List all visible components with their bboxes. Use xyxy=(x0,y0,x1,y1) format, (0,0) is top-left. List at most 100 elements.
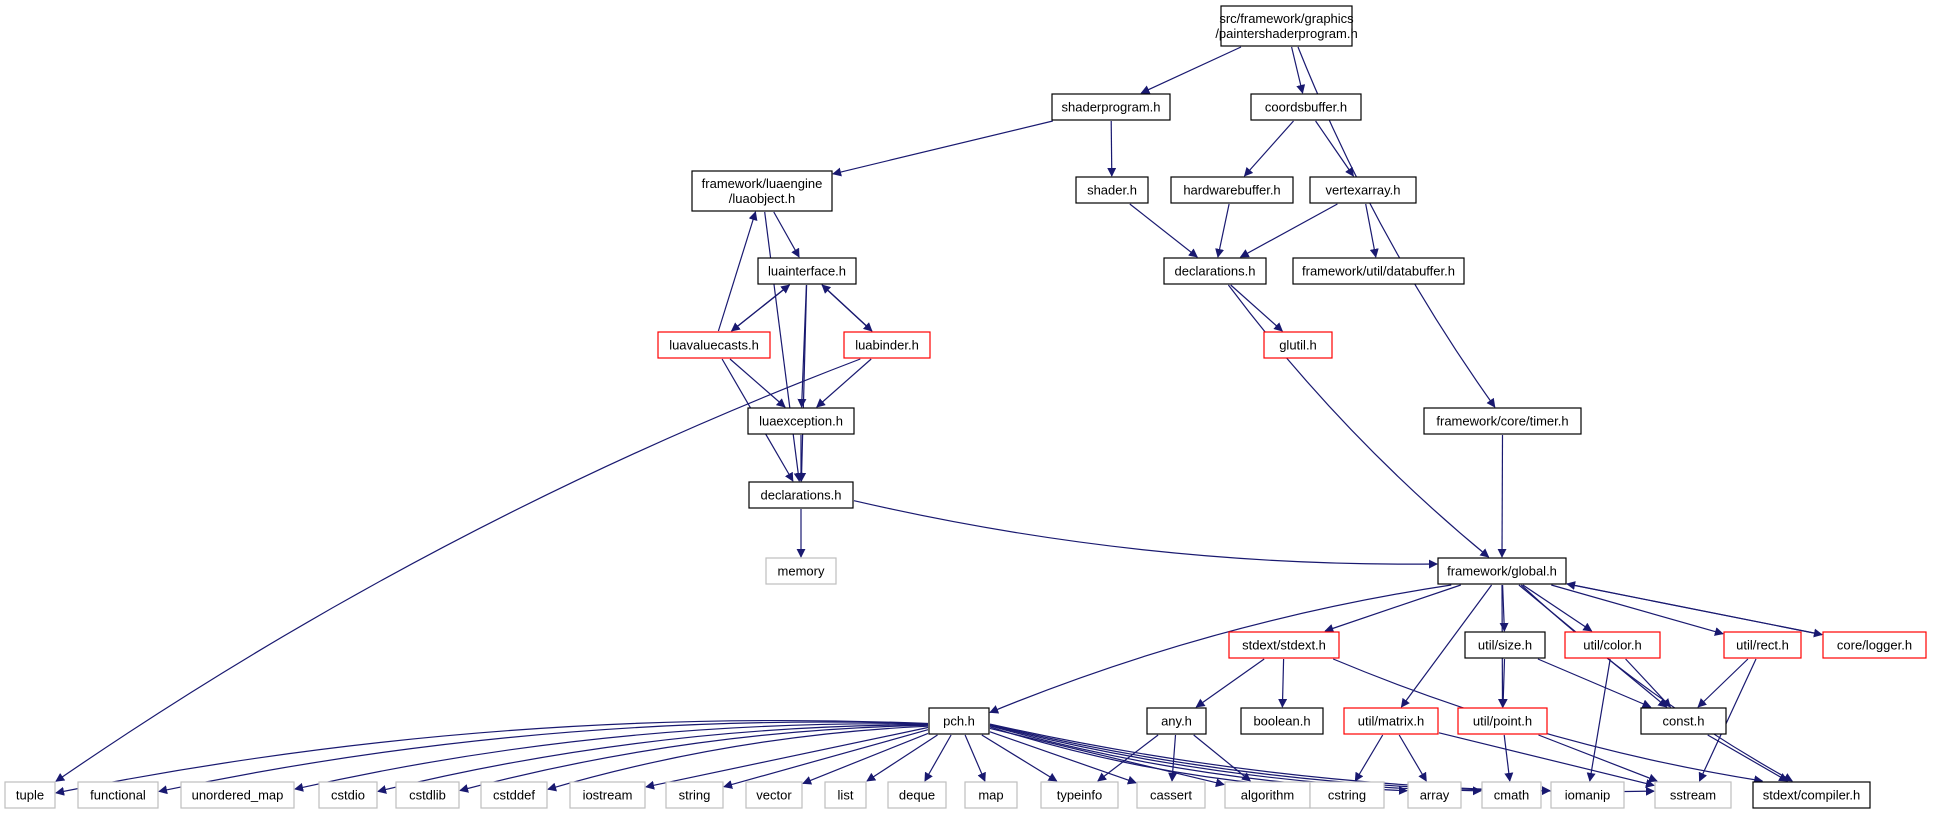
edge-coordsbuffer-to-vertexarray xyxy=(1315,120,1354,177)
node-vertexarray[interactable]: vertexarray.h xyxy=(1309,176,1417,204)
edge-luainterface-to-ldeclarations xyxy=(797,284,808,482)
node-shaderprogram[interactable]: shaderprogram.h xyxy=(1051,93,1171,121)
node-point[interactable]: util/point.h xyxy=(1457,707,1548,735)
node-label: string xyxy=(679,788,711,803)
node-databuffer[interactable]: framework/util/databuffer.h xyxy=(1292,257,1465,285)
node-box xyxy=(748,481,854,509)
node-label: cmath xyxy=(1494,788,1529,803)
node-luaexception[interactable]: luaexception.h xyxy=(747,407,855,435)
node-size[interactable]: util/size.h xyxy=(1464,631,1546,659)
node-label: deque xyxy=(899,788,935,803)
node-iomanip: iomanip xyxy=(1550,781,1625,809)
node-box xyxy=(665,781,724,809)
edge-matrix-to-cstring xyxy=(1354,734,1384,782)
node-box xyxy=(318,781,378,809)
node-luaobject[interactable]: framework/luaengine/luaobject.h xyxy=(691,170,833,212)
node-label: typeinfo xyxy=(1057,788,1103,803)
node-box xyxy=(824,781,867,809)
edge-pch-to-list xyxy=(866,734,938,782)
edge-pch-to-cassert xyxy=(989,731,1137,785)
node-stdext[interactable]: stdext/stdext.h xyxy=(1228,631,1340,659)
node-label: cstdio xyxy=(331,788,365,803)
node-luavaluecasts[interactable]: luavaluecasts.h xyxy=(657,331,771,359)
node-label: luabinder.h xyxy=(855,338,919,353)
edge-hardwarebuffer-to-gdeclarations xyxy=(1215,203,1230,258)
edge-luabinder-to-luainterface xyxy=(821,284,873,332)
node-rect[interactable]: util/rect.h xyxy=(1723,631,1802,659)
node-compiler[interactable]: stdext/compiler.h xyxy=(1752,781,1871,809)
node-tuple: tuple xyxy=(4,781,56,809)
node-box xyxy=(1654,781,1732,809)
node-box xyxy=(1423,407,1582,435)
node-deque: deque xyxy=(887,781,947,809)
edge-vertexarray-to-gdeclarations xyxy=(1239,203,1338,258)
node-label: cstddef xyxy=(493,788,535,803)
node-timer[interactable]: framework/core/timer.h xyxy=(1423,407,1582,435)
node-box xyxy=(657,331,771,359)
node-label: cstring xyxy=(1328,788,1366,803)
node-label: const.h xyxy=(1663,714,1705,729)
node-box xyxy=(757,257,857,285)
edge-pch-to-unordered_map xyxy=(294,723,929,792)
node-label: /luaobject.h xyxy=(729,191,796,206)
node-label: stdext/stdext.h xyxy=(1242,638,1326,653)
node-label: cstdlib xyxy=(409,788,446,803)
edge-pch-to-iomanip xyxy=(989,724,1551,796)
node-logger[interactable]: core/logger.h xyxy=(1822,631,1927,659)
node-box xyxy=(691,170,833,212)
edge-luabinder-to-tuple xyxy=(55,358,861,782)
node-functional: functional xyxy=(77,781,159,809)
node-pch[interactable]: pch.h xyxy=(928,707,990,735)
node-label: stdext/compiler.h xyxy=(1763,788,1861,803)
node-unordered_map: unordered_map xyxy=(180,781,295,809)
node-box xyxy=(395,781,460,809)
node-cassert: cassert xyxy=(1136,781,1206,809)
edge-pch-to-array xyxy=(989,725,1408,795)
node-label: declarations.h xyxy=(761,488,842,503)
node-box xyxy=(765,557,837,585)
node-label: any.h xyxy=(1161,714,1192,729)
node-label: cassert xyxy=(1150,788,1192,803)
node-const[interactable]: const.h xyxy=(1640,707,1727,735)
node-array: array xyxy=(1407,781,1462,809)
edge-const-to-compiler xyxy=(1707,734,1789,782)
node-global[interactable]: framework/global.h xyxy=(1437,557,1567,585)
node-label: util/matrix.h xyxy=(1358,714,1424,729)
edge-global-to-color xyxy=(1522,584,1593,632)
edge-global-to-pch xyxy=(989,584,1452,714)
node-color[interactable]: util/color.h xyxy=(1564,631,1661,659)
node-boolean[interactable]: boolean.h xyxy=(1240,707,1324,735)
node-box xyxy=(843,331,931,359)
edge-point-to-sstream xyxy=(1538,734,1658,783)
edge-gdeclarations-to-global xyxy=(1227,284,1490,558)
node-cstdio: cstdio xyxy=(318,781,378,809)
node-box xyxy=(747,407,855,435)
node-matrix[interactable]: util/matrix.h xyxy=(1343,707,1439,735)
node-glutil[interactable]: glutil.h xyxy=(1263,331,1333,359)
node-luabinder[interactable]: luabinder.h xyxy=(843,331,931,359)
node-root[interactable]: src/framework/graphics/paintershaderprog… xyxy=(1215,5,1358,47)
node-typeinfo: typeinfo xyxy=(1040,781,1119,809)
edge-pch-to-typeinfo xyxy=(981,734,1058,782)
node-any[interactable]: any.h xyxy=(1146,707,1207,735)
node-ldeclarations[interactable]: declarations.h xyxy=(748,481,854,509)
node-box xyxy=(1136,781,1206,809)
edge-luaobject-to-luainterface xyxy=(773,211,800,258)
node-gdeclarations[interactable]: declarations.h xyxy=(1163,257,1267,285)
edge-ldeclarations-to-global xyxy=(853,500,1438,569)
node-label: framework/util/databuffer.h xyxy=(1302,264,1455,279)
edge-pch-to-map xyxy=(964,734,986,782)
edge-root-to-shaderprogram xyxy=(1140,46,1242,94)
node-coordsbuffer[interactable]: coordsbuffer.h xyxy=(1250,93,1362,121)
node-label: luavaluecasts.h xyxy=(669,338,759,353)
node-hardwarebuffer[interactable]: hardwarebuffer.h xyxy=(1170,176,1294,204)
node-label: util/size.h xyxy=(1478,638,1532,653)
node-label: declarations.h xyxy=(1175,264,1256,279)
node-label: array xyxy=(1420,788,1450,803)
node-cstring: cstring xyxy=(1309,781,1385,809)
node-cmath: cmath xyxy=(1481,781,1542,809)
node-shader[interactable]: shader.h xyxy=(1075,176,1149,204)
node-label: vector xyxy=(756,788,792,803)
node-luainterface[interactable]: luainterface.h xyxy=(757,257,857,285)
edge-pch-to-string xyxy=(723,729,929,789)
